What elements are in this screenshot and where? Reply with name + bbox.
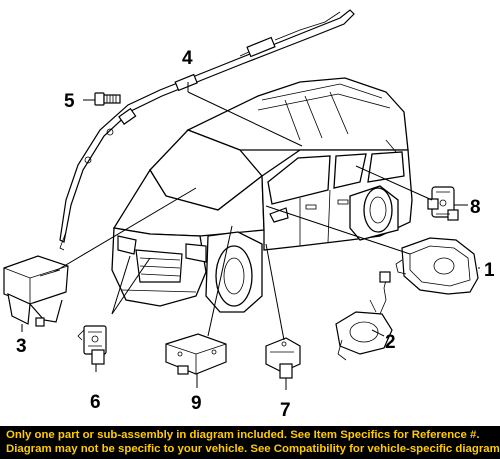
occupant-sensor-9: [165, 333, 227, 375]
impact-sensor-7: [265, 337, 301, 379]
parts-diagram: 1 2 3 4 5 6 7 8 9: [3, 9, 495, 421]
front-impact-sensor-6: [77, 325, 107, 365]
airbag-control-module-3: [3, 255, 69, 327]
leader-lines: [21, 82, 480, 390]
driver-airbag-1: [395, 237, 479, 295]
curtain-airbag: [59, 9, 355, 251]
callout-5: 5: [64, 91, 75, 112]
vehicle-outline: [111, 77, 413, 313]
callout-1: 1: [484, 260, 495, 281]
callout-3: 3: [16, 336, 27, 357]
side-impact-sensor-8: [427, 186, 459, 221]
callout-7: 7: [280, 400, 291, 421]
clock-spring-2: [335, 271, 393, 361]
callout-8: 8: [470, 197, 481, 218]
mounting-bolt: [94, 92, 121, 106]
callout-2: 2: [385, 332, 396, 353]
callout-6: 6: [90, 392, 101, 413]
callout-4: 4: [182, 48, 193, 69]
disclaimer-line-1: Only one part or sub-assembly in diagram…: [6, 429, 480, 441]
disclaimer-footer: Only one part or sub-assembly in diagram…: [0, 426, 500, 459]
disclaimer-line-2: Diagram may not be specific to your vehi…: [6, 443, 500, 455]
callout-9: 9: [191, 393, 202, 414]
